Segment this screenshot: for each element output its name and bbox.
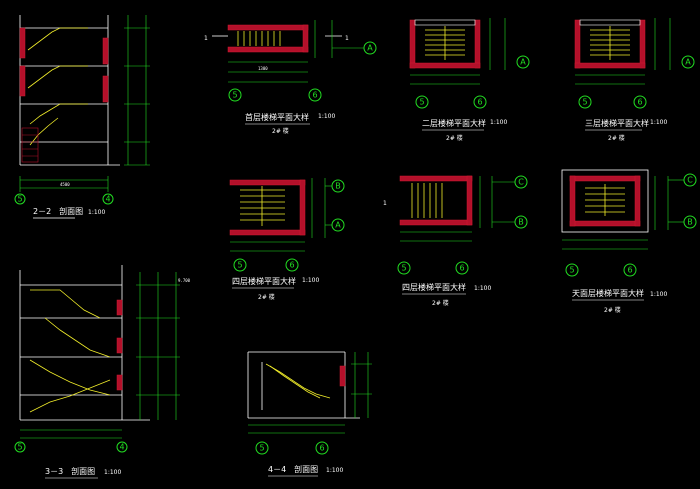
- svg-text:5: 5: [237, 261, 242, 270]
- svg-text:2# 楼: 2# 楼: [258, 293, 275, 301]
- svg-text:1:100: 1:100: [318, 113, 335, 120]
- svg-text:6: 6: [477, 98, 482, 107]
- plan-roof: C B 5 6 天面层楼梯平面大样 1:100 2# 楼: [561, 169, 697, 314]
- total-dimension: 4500: [60, 182, 70, 187]
- svg-text:1:100: 1:100: [650, 119, 667, 126]
- axis-label-a: A: [367, 44, 373, 53]
- title-section-3-3: 3－3 剖面图: [45, 466, 95, 476]
- title-plan-4: 四层楼梯平面大样: [232, 276, 296, 286]
- title-section-2-2: 2－2 剖面图: [33, 206, 83, 216]
- svg-text:A: A: [520, 58, 526, 67]
- section-4-4: 5 6 4－4 剖面图 1:100: [247, 351, 372, 477]
- svg-text:C: C: [518, 178, 524, 187]
- svg-text:2# 楼: 2# 楼: [608, 134, 625, 142]
- svg-text:1: 1: [204, 35, 208, 42]
- svg-text:6: 6: [627, 266, 632, 275]
- title-plan-2: 二层楼梯平面大样: [422, 118, 486, 128]
- flight-dimension: 1300: [258, 66, 268, 71]
- svg-text:5: 5: [582, 98, 587, 107]
- plan-floor-1: 1 1 1300 A 5 6 首层楼梯平面大样 1:100 2# 楼: [204, 20, 377, 135]
- svg-text:6: 6: [319, 444, 324, 453]
- scale-section-2-2: 1:100: [88, 209, 105, 216]
- title-plan-1: 首层楼梯平面大样: [245, 112, 309, 122]
- title-plan-roof: 天面层楼梯平面大样: [572, 288, 644, 298]
- svg-text:6: 6: [637, 98, 642, 107]
- svg-text:B: B: [687, 218, 693, 227]
- svg-text:B: B: [335, 182, 341, 191]
- svg-text:1: 1: [345, 35, 349, 42]
- svg-text:1:100: 1:100: [326, 467, 343, 474]
- svg-text:5: 5: [232, 91, 237, 100]
- title-plan-3: 三层楼梯平面大样: [585, 118, 649, 128]
- plan-floor-5: 1 C B 5 6 四层楼梯平面大样 1:100 2# 楼: [383, 175, 528, 307]
- axis-label-5: 5: [17, 195, 22, 204]
- axis-label-4: 4: [105, 195, 110, 204]
- svg-text:6: 6: [459, 264, 464, 273]
- svg-text:5: 5: [259, 444, 264, 453]
- svg-text:B: B: [518, 218, 524, 227]
- svg-text:1:100: 1:100: [490, 119, 507, 126]
- plan-floor-4: B A 5 6 四层楼梯平面大样 1:100 2# 楼: [229, 178, 345, 301]
- svg-text:1:100: 1:100: [650, 291, 667, 298]
- svg-text:A: A: [335, 221, 341, 230]
- svg-text:6: 6: [289, 261, 294, 270]
- svg-text:1:100: 1:100: [474, 285, 491, 292]
- svg-text:1: 1: [383, 200, 387, 207]
- title-section-4-4: 4－4 剖面图: [268, 464, 318, 474]
- svg-text:A: A: [685, 58, 691, 67]
- svg-text:2# 楼: 2# 楼: [604, 306, 621, 314]
- plan-floor-2: A 5 6 二层楼梯平面大样 1:100 2# 楼: [409, 18, 530, 142]
- svg-text:2# 楼: 2# 楼: [432, 299, 449, 307]
- top-level: 9.700: [178, 278, 191, 283]
- svg-text:5: 5: [569, 266, 574, 275]
- svg-text:1:100: 1:100: [302, 277, 319, 284]
- plan-floor-3: A 5 6 三层楼梯平面大样 1:100 2# 楼: [574, 18, 695, 142]
- svg-text:5: 5: [401, 264, 406, 273]
- svg-text:5: 5: [17, 443, 22, 452]
- svg-text:C: C: [687, 176, 693, 185]
- section-2-2: 4500 5 4 2－2 剖面图 1:100: [14, 15, 150, 219]
- svg-text:1:100: 1:100: [104, 469, 121, 476]
- svg-text:6: 6: [312, 91, 317, 100]
- svg-text:2# 楼: 2# 楼: [446, 134, 463, 142]
- svg-text:2# 楼: 2# 楼: [272, 127, 289, 135]
- svg-text:5: 5: [419, 98, 424, 107]
- section-3-3: 9.700 5 4 3－3 剖面图 1:100: [14, 265, 191, 479]
- svg-text:4: 4: [119, 443, 124, 452]
- title-plan-5: 四层楼梯平面大样: [402, 282, 466, 292]
